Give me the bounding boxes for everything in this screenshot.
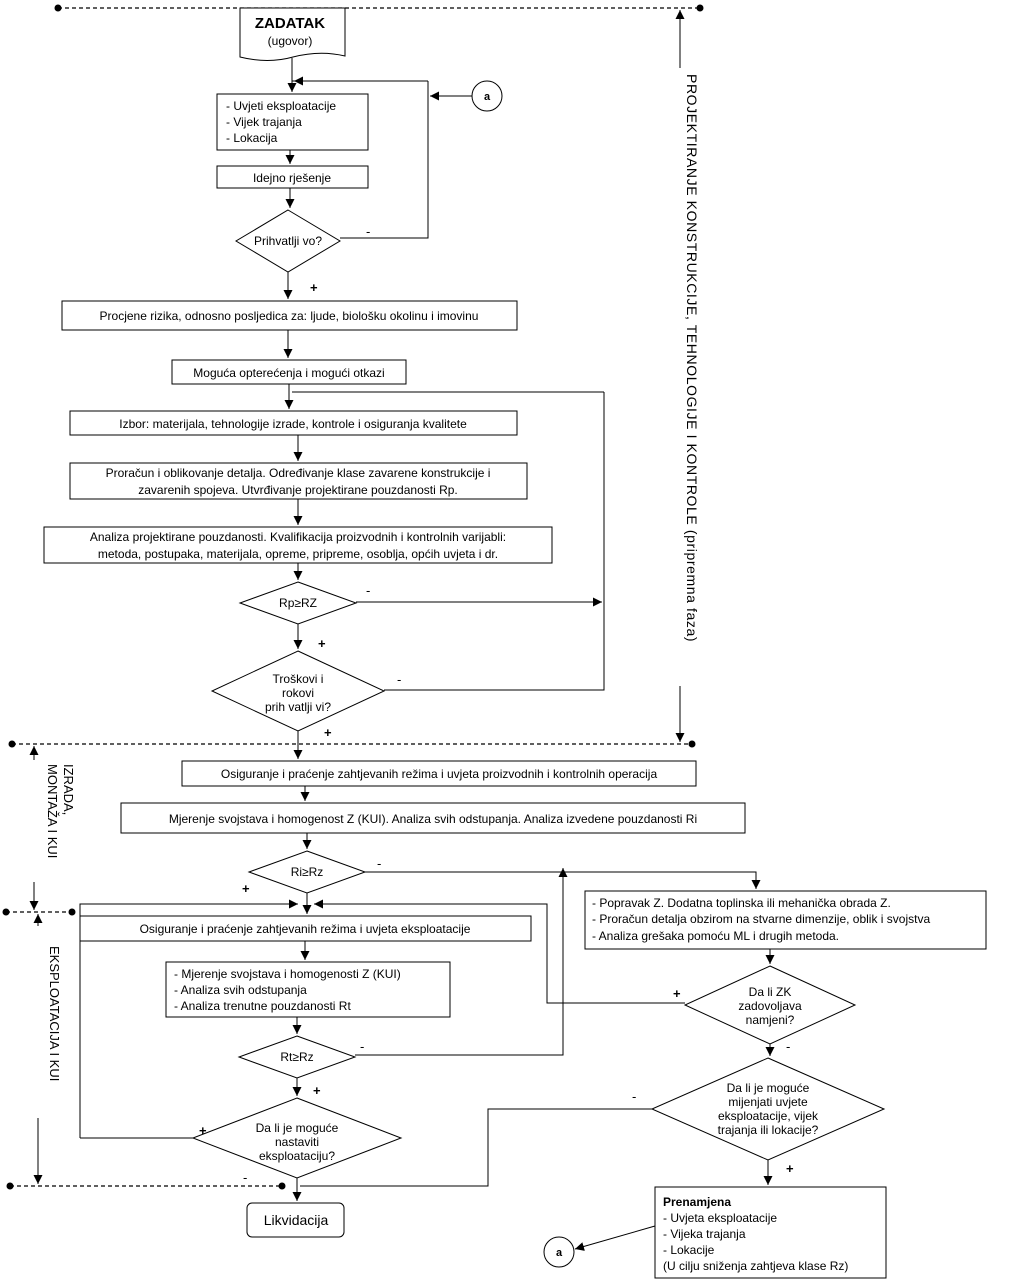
sign-nastaviti-plus: +: [199, 1123, 207, 1138]
decision-zk-line1: Da li ZK: [749, 985, 792, 999]
box-popravak-line1: - Popravak Z. Dodatna toplinska ili meha…: [592, 896, 891, 910]
flow-arrows: [79, 58, 775, 1251]
box-mjerenje-rt: [165, 961, 451, 1018]
sign-troskovi-minus: -: [397, 672, 401, 687]
connector-a-top-label: a: [484, 91, 491, 103]
sign-ri-plus: +: [242, 881, 250, 896]
sign-nastaviti-minus: -: [243, 1170, 247, 1185]
decision-mijenjati-line1: Da li je moguće: [727, 1081, 810, 1095]
phase-separator-production-exploitation: [2, 908, 76, 916]
box-osiguranje1-label: Osiguranje i praćenje zahtjevanih režima…: [221, 767, 658, 781]
decision-nastaviti-line2: nastaviti: [275, 1135, 319, 1149]
decision-rt-label: Rt≥Rz: [280, 1050, 313, 1064]
phase-label-izrada-line1: IZRADA,: [61, 764, 76, 815]
phase-label-eksploatacija: EKSPLOATACIJA I KUI: [47, 946, 62, 1081]
box-prenamjena-line4: (U cilju sniženja zahtjeva klase Rz): [663, 1259, 848, 1273]
connector-a-bottom: [543, 1236, 575, 1268]
box-idejno-rjesenje: [216, 165, 369, 189]
sign-zk-minus: -: [786, 1039, 790, 1054]
box-uvjeti-line2: - Vijek trajanja: [226, 115, 302, 129]
phase-separator-bottom: [6, 1182, 286, 1190]
sign-ri-minus: -: [377, 856, 381, 871]
box-prenamjena-line3: - Lokacije: [663, 1243, 715, 1257]
box-mjerenje2-line3: - Analiza trenutne pouzdanosti Rt: [174, 999, 351, 1013]
phase-label-projektiranje: PROJEKTIRANJE KONSTRUKCIJE, TEHNOLOGIJE …: [684, 74, 700, 642]
sign-rp-plus: +: [318, 636, 326, 651]
decision-ri-label: Ri≥Rz: [291, 865, 324, 879]
box-idejno-label: Idejno rješenje: [253, 171, 331, 185]
sign-mijenjati-minus: -: [632, 1089, 636, 1104]
sign-rt-minus: -: [360, 1039, 364, 1054]
sign-rp-minus: -: [366, 583, 370, 598]
box-prenamjena-title: Prenamjena: [663, 1195, 731, 1209]
box-prenamjena-line2: - Vijeka trajanja: [663, 1227, 746, 1241]
box-proracun-line1: Proračun i oblikovanje detalja. Određiva…: [106, 466, 491, 480]
phase-label-izrada-line2: MONTAŽA I KUI: [45, 764, 60, 858]
box-analiza-projektirane: [43, 526, 553, 564]
box-osiguranje2-label: Osiguranje i praćenje zahtjevanih režima…: [140, 922, 471, 936]
box-mjerenje2-line1: - Mjerenje svojstava i homogenosti Z (KU…: [174, 967, 401, 981]
decision-zk-line3: namjeni?: [746, 1013, 795, 1027]
box-uvjeti-eksploatacije: [216, 93, 369, 151]
sign-mijenjati-plus: +: [786, 1161, 794, 1176]
box-popravak: [584, 890, 987, 950]
box-moguca-opterecenja: [171, 359, 407, 385]
sign-zk-plus: +: [673, 986, 681, 1001]
box-uvjeti-line1: - Uvjeti eksploatacije: [226, 99, 336, 113]
decision-prihvatljivo-label: Prihvatlji vo?: [254, 234, 322, 248]
box-procjene-label: Procjene rizika, odnosno posljedica za: …: [100, 309, 479, 323]
branch-signs: - + - + - + - + + - - + - + - +: [199, 224, 794, 1185]
phase-separator-top: [54, 4, 704, 12]
box-mjerenje2-line2: - Analiza svih odstupanja: [174, 983, 307, 997]
box-mjerenje1-label: Mjerenje svojstava i homogenost Z (KUI).…: [169, 812, 697, 826]
sign-prihvatljivo-minus: -: [366, 224, 370, 239]
box-izbor-materijala: [69, 410, 518, 436]
box-prenamjena-line1: - Uvjeta eksploatacije: [663, 1211, 777, 1225]
box-popravak-line2: - Proračun detalja obzirom na stvarne di…: [592, 912, 930, 926]
sign-troskovi-plus: +: [324, 725, 332, 740]
start-document-shape: [239, 7, 346, 61]
box-mjerenje-ri: [120, 802, 746, 834]
box-proracun-line2: zavarenih spojeva. Utvrđivanje projektir…: [138, 483, 458, 497]
box-izbor-label: Izbor: materijala, tehnologije izrade, k…: [119, 417, 467, 431]
box-analiza-line2: metoda, postupaka, materijala, opreme, p…: [98, 547, 498, 561]
start-title: ZADATAK: [255, 15, 325, 32]
box-osiguranje-proizvodnih: [181, 760, 697, 787]
decision-nastaviti-line1: Da li je moguće: [256, 1121, 339, 1135]
connector-a-bottom-label: a: [556, 1247, 563, 1259]
box-analiza-line1: Analiza projektirane pouzdanosti. Kvalif…: [90, 530, 506, 544]
box-popravak-line3: - Analiza grešaka pomoću ML i drugih met…: [592, 929, 839, 943]
start-subtitle: (ugovor): [268, 34, 313, 48]
sign-prihvatljivo-plus: +: [310, 280, 318, 295]
box-moguca-label: Moguća opterećenja i mogući otkazi: [193, 366, 384, 380]
box-uvjeti-line3: - Lokacija: [226, 131, 278, 145]
terminal-likvidacija: [246, 1202, 345, 1238]
decision-mijenjati-line2: mijenjati uvjete: [728, 1095, 808, 1109]
terminal-likvidacija-label: Likvidacija: [264, 1212, 329, 1228]
box-procjene-rizika: [61, 300, 518, 331]
phase-separator-design-production: [8, 740, 696, 748]
decision-nastaviti-line3: eksploataciju?: [259, 1149, 335, 1163]
box-prenamjena: [654, 1186, 887, 1279]
decision-troskovi-line1: Troškovi i: [273, 672, 324, 686]
decision-troskovi-line3: prih vatlji vi?: [265, 700, 331, 714]
decision-zk-line2: zadovoljava: [738, 999, 802, 1013]
decision-mijenjati-line4: trajanja ili lokacije?: [718, 1123, 819, 1137]
sign-rt-plus: +: [313, 1083, 321, 1098]
decision-troskovi-line2: rokovi: [282, 686, 314, 700]
decision-rp-label: Rp≥RZ: [279, 596, 317, 610]
decision-mijenjati-line3: eksploatacije, vijek: [718, 1109, 819, 1123]
